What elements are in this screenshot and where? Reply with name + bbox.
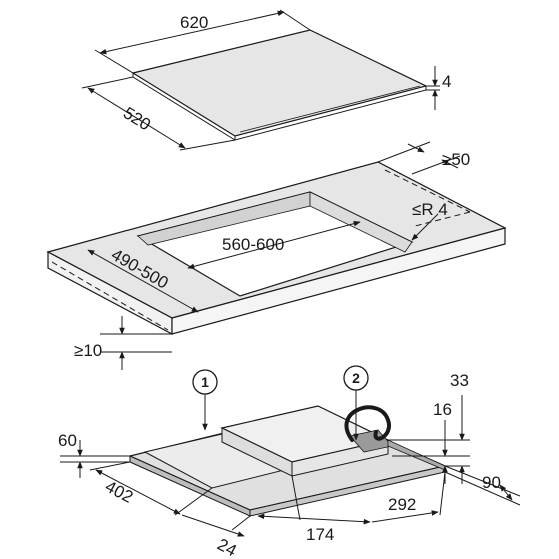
- dim-24: 24: [181, 514, 251, 559]
- dim-60: 60: [58, 431, 130, 478]
- dim-33-16: 33 16: [388, 371, 470, 484]
- dim-radius-4-label: ≤R 4: [412, 200, 448, 219]
- callout-2: 2: [343, 365, 369, 441]
- dim-4-label: 4: [442, 72, 451, 91]
- dim-16-label: 16: [433, 400, 452, 419]
- dim-90-label: 90: [482, 473, 501, 492]
- dim-620: 620: [94, 9, 311, 74]
- hob-glass-top-view: [131, 29, 428, 141]
- dim-33-label: 33: [450, 371, 469, 390]
- dim-560-600-label: 560-600: [222, 235, 284, 254]
- dim-560-600: 560-600: [187, 220, 361, 270]
- dim-min-50: ≥50: [377, 141, 470, 175]
- dim-520-label: 520: [120, 103, 154, 134]
- dim-min-50-label: ≥50: [442, 150, 470, 169]
- dim-292: 292: [371, 471, 446, 523]
- dim-292-label: 292: [388, 495, 416, 514]
- dim-radius-4: ≤R 4: [411, 200, 448, 241]
- dim-174-label: 174: [306, 525, 334, 544]
- dim-4: 4: [426, 66, 451, 110]
- dim-402-label: 402: [102, 477, 136, 507]
- dim-min-10: ≥10: [74, 316, 172, 370]
- callout-2-label: 2: [352, 370, 360, 386]
- dim-620-label: 620: [180, 13, 208, 32]
- dim-174: 174: [257, 475, 371, 544]
- callout-1-label: 1: [201, 374, 209, 390]
- dim-min-10-label: ≥10: [74, 341, 102, 360]
- dim-24-label: 24: [214, 535, 240, 559]
- dim-60-label: 60: [58, 431, 77, 450]
- callout-1: 1: [192, 369, 218, 431]
- dim-90: 90: [444, 465, 521, 506]
